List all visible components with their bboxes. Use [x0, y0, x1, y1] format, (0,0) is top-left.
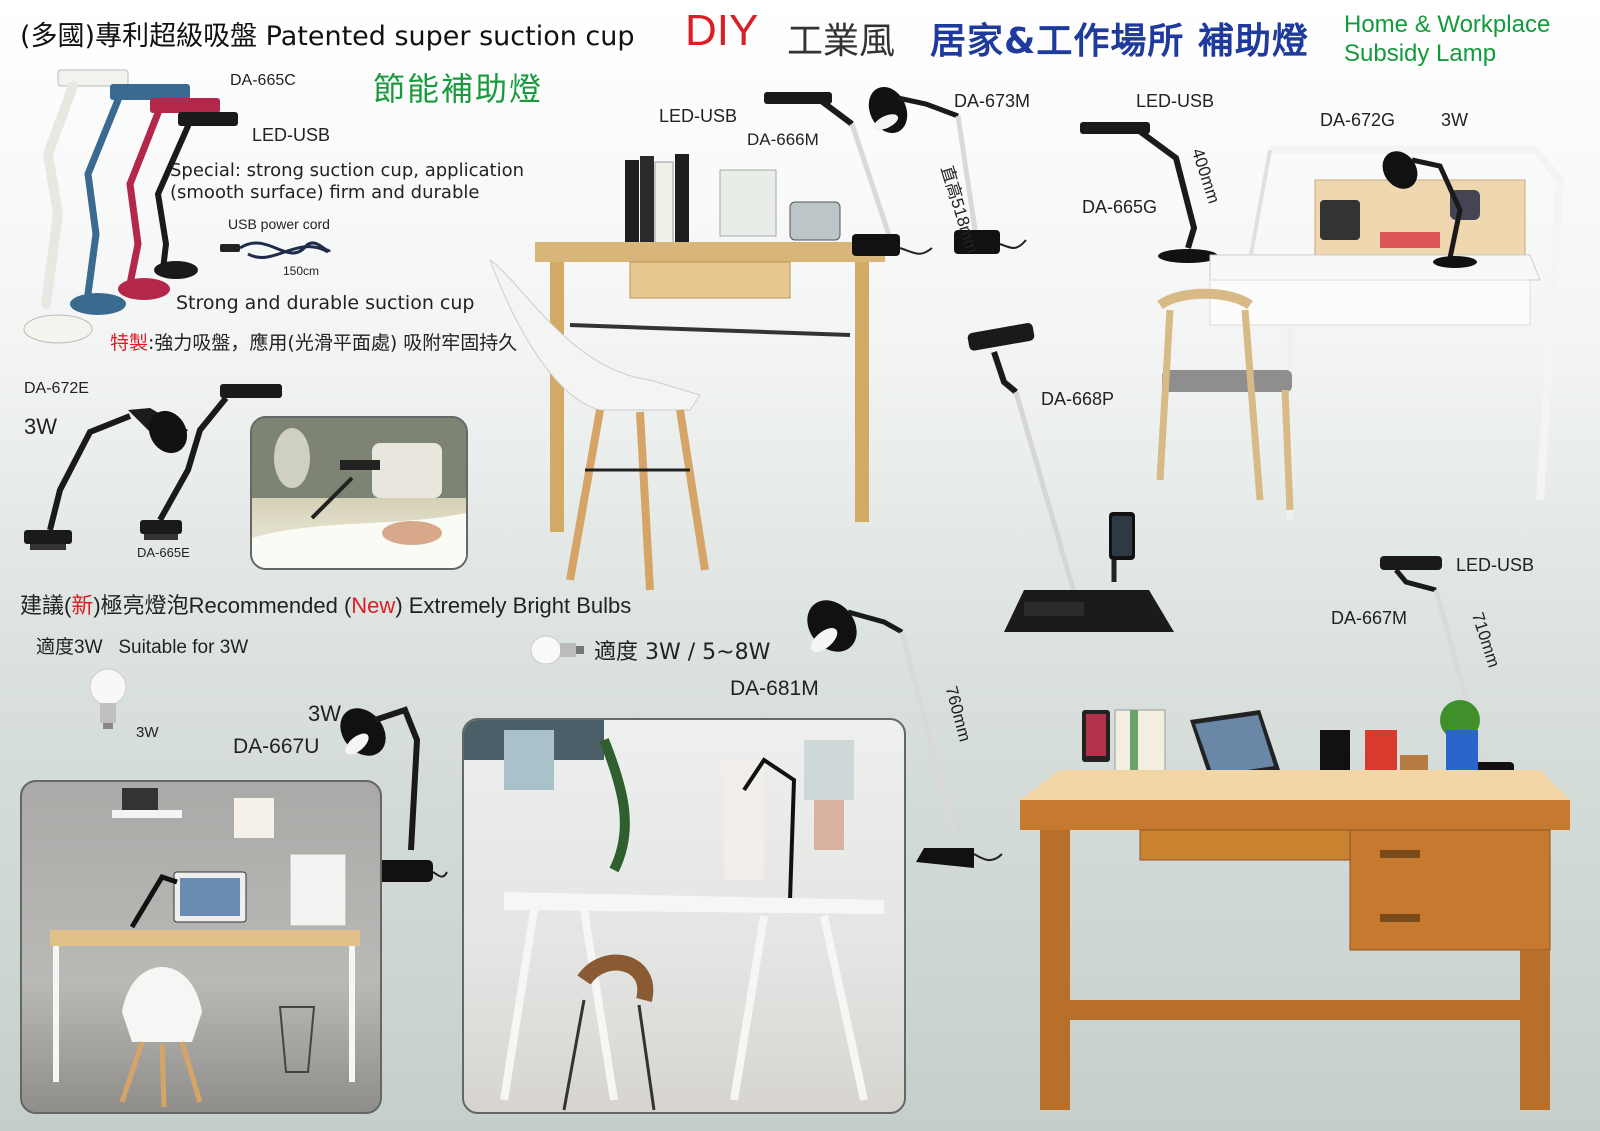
suction-cup-lamps-image	[23, 69, 238, 344]
bulb-watt: 3W	[136, 724, 159, 741]
lamp-da665g-image	[1080, 122, 1218, 263]
white-desk-with-shelf	[1156, 146, 1565, 520]
lamp-da672e-image	[24, 408, 188, 550]
industrial-style-label: 工業風	[787, 21, 896, 62]
title-suction-cup: (多國)專利超級吸盤 Patented super suction cup	[20, 21, 635, 52]
sewing-machine-illustration	[252, 418, 466, 568]
usb-cord-icon	[220, 241, 332, 259]
special-line2: (smooth surface) firm and durable	[170, 182, 480, 203]
wooden-desk-with-laptop	[1020, 700, 1570, 1110]
model-da666m: DA-666M	[747, 130, 819, 149]
page-title-en: Home & Workplace Subsidy Lamp	[1344, 10, 1550, 68]
led-usb-label-665c: LED-USB	[252, 125, 331, 145]
recommended-bulbs: 建議(新)極亮燈泡Recommended (New) Extremely Bri…	[20, 588, 631, 620]
model-da667u: DA-667U	[233, 735, 320, 758]
model-da667m: DA-667M	[1331, 608, 1408, 628]
lamp-da666m-image	[764, 92, 933, 256]
home-office-photo-667u	[20, 780, 382, 1114]
page-title: 居家&工作場所 補助燈	[930, 21, 1309, 62]
title-en-line2: Subsidy Lamp	[1344, 40, 1497, 67]
model-da672g: DA-672G	[1320, 110, 1396, 130]
model-da673m: DA-673M	[954, 91, 1031, 111]
rec-new-zh: 新	[71, 593, 94, 618]
special-description: Special: strong suction cup, application…	[170, 160, 524, 204]
home-office-illustration	[50, 788, 360, 1108]
lamp-da665e-image	[140, 384, 282, 540]
studio-illustration	[464, 720, 884, 1111]
sewing-machine-photo	[250, 416, 468, 570]
rec-new-en: New	[351, 593, 396, 618]
usb-cord-label: USB power cord	[228, 216, 330, 232]
model-da665g: DA-665G	[1082, 197, 1158, 217]
diy-label: DIY	[685, 6, 759, 55]
led-usb-label-667m: LED-USB	[1456, 555, 1535, 575]
watt-da672g: 3W	[1441, 110, 1468, 130]
special-made-label: 特製	[110, 332, 149, 354]
lamp-da673m-image	[868, 86, 1027, 254]
bulb-icon	[89, 668, 127, 729]
watt-da672e: 3W	[24, 414, 57, 439]
model-da665e: DA-665E	[137, 545, 190, 560]
lamp-da668p-image	[967, 323, 1174, 632]
rec-mid: )極亮燈泡Recommended (	[93, 593, 352, 618]
bulb-range: 適度 3W / 5~8W	[594, 640, 771, 665]
model-da672e: DA-672E	[24, 380, 89, 397]
suction-note-zh: 特製:強力吸盤，應用(光滑平面處) 吸附牢固持久	[110, 328, 517, 355]
wooden-desk-with-chair	[488, 154, 885, 591]
title-en-line1: Home & Workplace	[1344, 11, 1551, 38]
led-usb-label-665g: LED-USB	[1136, 91, 1215, 111]
suction-note-rest: :強力吸盤，應用(光滑平面處) 吸附牢固持久	[148, 332, 518, 354]
led-usb-label-666m: LED-USB	[659, 106, 738, 126]
model-da665c: DA-665C	[230, 72, 296, 89]
rec-pre: 建議(	[20, 593, 72, 618]
rec-post: ) Extremely Bright Bulbs	[395, 593, 632, 618]
suitable-3w: 適度3W Suitable for 3W	[36, 637, 249, 658]
model-da681m: DA-681M	[730, 677, 819, 700]
home-office-photo-681m	[462, 718, 906, 1114]
energy-saving-label: 節能補助燈	[373, 70, 544, 108]
watt-da667u: 3W	[308, 701, 341, 726]
lamp-da667u-image	[340, 706, 448, 882]
special-line1: Special: strong suction cup, application	[170, 160, 524, 181]
model-da668p: DA-668P	[1041, 389, 1115, 409]
bulb-small-icon	[530, 635, 584, 665]
strong-suction-label: Strong and durable suction cup	[176, 292, 475, 314]
lamp-da681m-image	[807, 600, 1003, 868]
cord-length-label: 150cm	[283, 264, 320, 278]
